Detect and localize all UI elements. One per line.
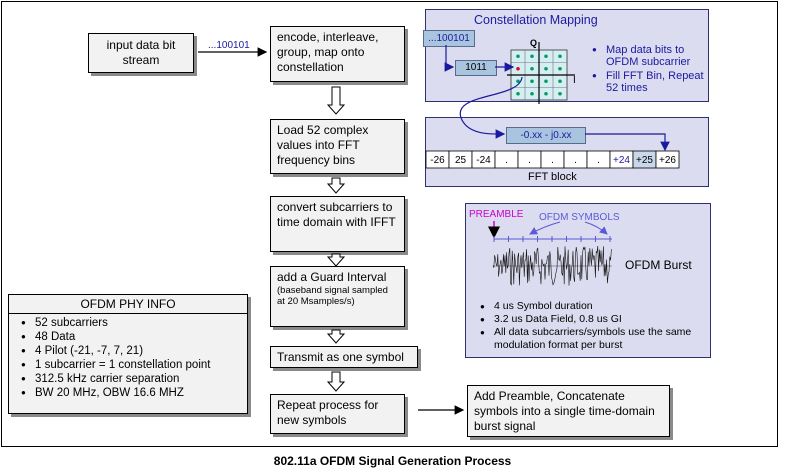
- step-repeat-text: Repeat process for new symbols: [277, 398, 379, 427]
- step-encode: encode, interleave, group, map onto cons…: [270, 26, 405, 82]
- bits-chip: ...100101: [423, 30, 475, 47]
- symbols-arrow-left: [529, 221, 561, 235]
- step-add-preamble: Add Preamble, Concatenate symbols into a…: [467, 385, 670, 437]
- preamble-label: PREAMBLE: [469, 209, 524, 220]
- fft-cell-label: .: [551, 155, 554, 166]
- constellation-bullet: Map data bits to OFDM subcarrier: [590, 44, 708, 68]
- fft-cell-label: 25: [455, 155, 467, 166]
- constellation-bullet: Fill FFT Bin, Repeat 52 times: [590, 70, 708, 94]
- step-guard-title: add a Guard Interval: [277, 270, 387, 284]
- constellation-title: Constellation Mapping: [474, 13, 598, 27]
- ofdm-symbols-label: OFDM SYMBOLS: [539, 212, 620, 223]
- fft-cell-label: .: [528, 155, 531, 166]
- step-guard-note: (baseband signal sampled at 20 Msamples/…: [277, 285, 388, 307]
- constellation-point: [544, 66, 548, 71]
- step-ifft: convert subcarriers to time domain with …: [270, 196, 405, 252]
- down-arrow-1: [326, 86, 346, 115]
- phy-info-list: 52 subcarriers 48 Data 4 Pilot (-21, -7,…: [9, 314, 247, 400]
- fft-cell: [655, 150, 680, 169]
- phy-info-box: OFDM PHY INFO 52 subcarriers 48 Data 4 P…: [8, 294, 248, 414]
- step-load-fft-text: Load 52 complex values into FFT frequenc…: [277, 123, 369, 167]
- fft-cell-label: -26: [430, 155, 445, 166]
- constellation-point: [530, 66, 534, 71]
- burst-bullets: 4 us Symbol duration 3.2 us Data Field, …: [478, 300, 706, 352]
- bit-stream-label: ...100101: [208, 40, 250, 51]
- constellation-point: [544, 54, 548, 59]
- constellation-point: [530, 91, 534, 96]
- step-repeat: Repeat process for new symbols: [270, 394, 405, 434]
- step-add-preamble-text: Add Preamble, Concatenate symbols into a…: [474, 389, 655, 433]
- step-encode-text: encode, interleave, group, map onto cons…: [277, 30, 379, 74]
- fft-cell-label: .: [597, 155, 600, 166]
- ofdm-burst-waveform: [492, 245, 612, 286]
- down-arrow-5: [326, 371, 346, 392]
- constellation-point: [544, 79, 548, 84]
- phy-info-item: 312.5 kHz carrier separation: [19, 372, 241, 386]
- q-axis-label: Q: [530, 38, 538, 48]
- input-data-text: input data bit stream: [106, 38, 176, 67]
- fft-cell-label: +24: [613, 155, 630, 166]
- group-chip: 1011: [455, 60, 497, 76]
- constellation-point: [516, 79, 520, 84]
- phy-info-item: 1 subcarrier = 1 constellation point: [19, 358, 241, 372]
- arrow-bits-to-group: [444, 45, 455, 72]
- constellation-point-selected: [516, 66, 520, 71]
- fft-value-chip: -0.xx - j0.xx: [506, 127, 586, 144]
- constellation-point: [530, 54, 534, 59]
- arrow-value-to-bin: [585, 133, 670, 152]
- down-arrow-3: [326, 253, 346, 267]
- fft-block-label: FFT block: [528, 171, 577, 183]
- symbols-arrow-right: [584, 221, 608, 235]
- step-ifft-text: convert subcarriers to time domain with …: [277, 200, 396, 229]
- input-data-box: input data bit stream: [88, 33, 194, 73]
- constellation-point: [558, 79, 562, 84]
- fft-cell-label: -24: [476, 155, 491, 166]
- constellation-point: [530, 79, 534, 84]
- fft-cell-label: +26: [659, 155, 676, 166]
- burst-bullet: All data subcarriers/symbols use the sam…: [478, 326, 706, 352]
- step-load-fft: Load 52 complex values into FFT frequenc…: [270, 119, 405, 174]
- step-guard-interval: add a Guard Interval (baseband signal sa…: [270, 266, 405, 327]
- constellation-point: [516, 54, 520, 59]
- constellation-bullets: Map data bits to OFDM subcarrier Fill FF…: [590, 44, 708, 94]
- constellation-point: [544, 91, 548, 96]
- phy-info-item: BW 20 MHz, OBW 16.6 MHZ: [19, 386, 241, 400]
- ofdm-burst-label: OFDM Burst: [625, 258, 692, 272]
- fft-cell-label: .: [574, 155, 577, 166]
- down-arrow-4: [326, 329, 346, 344]
- fft-cell-label: .: [505, 155, 508, 166]
- constellation-point: [558, 91, 562, 96]
- burst-bullet: 4 us Symbol duration: [478, 300, 706, 313]
- phy-info-title: OFDM PHY INFO: [9, 295, 247, 314]
- constellation-point: [516, 91, 520, 96]
- phy-info-item: 52 subcarriers: [19, 316, 241, 330]
- arrow-point-to-fft: [459, 76, 523, 139]
- phy-info-item: 48 Data: [19, 330, 241, 344]
- i-axis-label: I: [573, 75, 576, 86]
- down-arrow-2: [326, 177, 346, 194]
- constellation-point: [558, 66, 562, 71]
- phy-info-item: 4 Pilot (-21, -7, 7, 21): [19, 344, 241, 358]
- fft-cell-label: +25: [636, 155, 653, 166]
- diagram-caption: 802.11a OFDM Signal Generation Process: [273, 454, 512, 468]
- constellation-point: [558, 54, 562, 59]
- burst-bullet: 3.2 us Data Field, 0.8 us GI: [478, 313, 706, 326]
- step-transmit-text: Transmit as one symbol: [277, 350, 404, 364]
- step-transmit: Transmit as one symbol: [270, 346, 418, 368]
